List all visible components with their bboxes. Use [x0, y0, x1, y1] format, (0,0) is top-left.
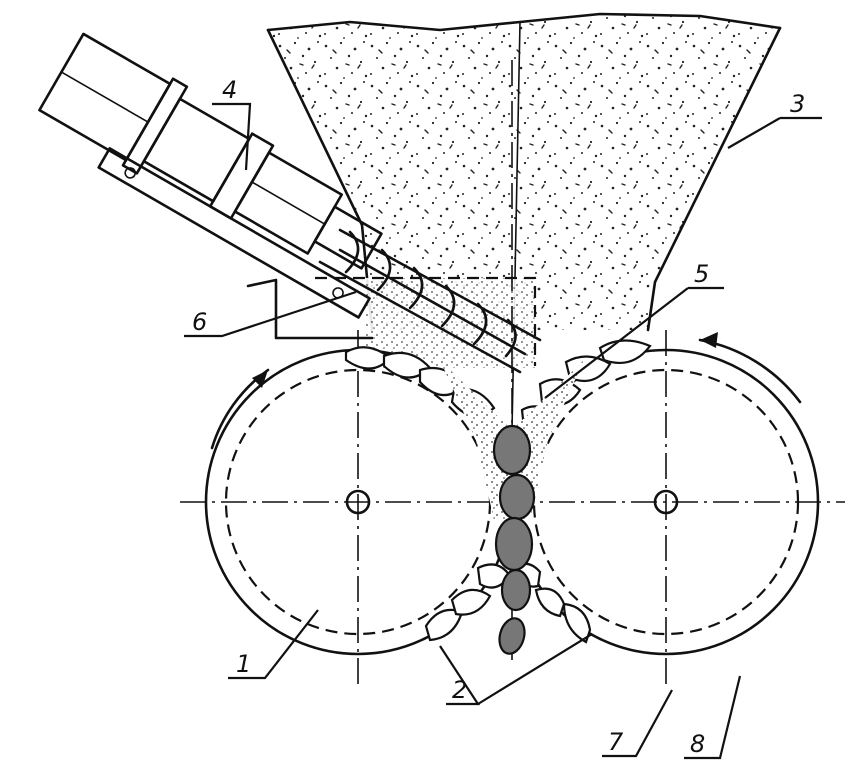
screw-shaft: [338, 248, 527, 356]
label-4: 4: [222, 76, 237, 104]
label-1: 1: [236, 650, 251, 678]
label-5: 5: [694, 260, 709, 288]
label-6: 6: [192, 308, 207, 336]
feeder-tube: [318, 228, 542, 374]
bearing-housing: [313, 205, 383, 270]
leader-lines: [184, 102, 822, 760]
hopper-fill: [268, 14, 780, 330]
arrowhead-right: [700, 332, 718, 348]
screw-flights: [344, 230, 517, 358]
coupling: [208, 132, 275, 220]
motor-drive: [38, 32, 383, 319]
label-8: 8: [690, 730, 705, 758]
rotation-arrow-right: [698, 338, 802, 404]
labels: 1 2 3 4 5 6 7 8: [192, 76, 805, 758]
hopper-wall-right: [646, 26, 782, 332]
label-2: 2: [452, 676, 467, 704]
gearbox: [142, 97, 251, 203]
screw-feeder: [246, 228, 542, 374]
feed-chamber-outline: [315, 276, 537, 366]
motor-frame: [97, 147, 371, 319]
label-3: 3: [790, 90, 805, 118]
arrowhead-left: [252, 370, 268, 388]
briquettes: [492, 424, 536, 655]
motor-flange: [121, 77, 189, 175]
label-7: 7: [608, 728, 624, 756]
